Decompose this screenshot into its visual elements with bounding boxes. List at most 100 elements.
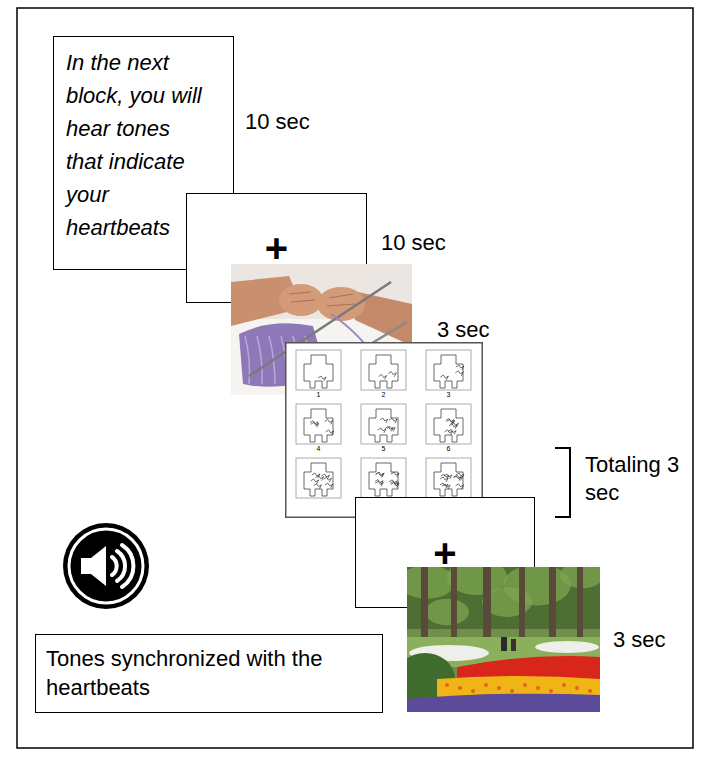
scribble — [446, 419, 454, 424]
robot-outline — [434, 355, 463, 388]
scribble — [388, 372, 396, 377]
scribble — [311, 479, 319, 484]
scribble — [456, 473, 464, 478]
scribble — [314, 484, 322, 489]
scribble — [389, 480, 397, 485]
garden-photo — [407, 567, 600, 712]
scribble — [310, 421, 318, 426]
fixation-cross: + — [265, 228, 288, 268]
matrix-border — [286, 343, 483, 518]
cell-frame — [296, 458, 341, 498]
scribble — [440, 375, 448, 380]
orange-dot — [471, 689, 475, 693]
slide-text: Tones synchronized with the heartbeats — [46, 645, 372, 702]
finger-line — [291, 300, 315, 302]
duration-label: 10 sec — [245, 108, 310, 136]
matrix-cell — [296, 404, 341, 444]
orange-dot — [562, 683, 566, 687]
scribble — [449, 424, 457, 429]
image-number: 4 — [309, 445, 329, 452]
scribble — [448, 430, 456, 435]
cell-frame — [426, 350, 471, 390]
matrix-cell — [296, 458, 341, 498]
orange-dot — [458, 686, 462, 690]
frame-border — [17, 8, 693, 748]
matrix-cell — [426, 404, 471, 444]
sound-wave — [117, 551, 125, 581]
scribble — [445, 430, 453, 435]
cell-frame — [361, 458, 406, 498]
icon-disc — [63, 523, 149, 609]
speaker-body — [81, 558, 91, 574]
image-number: 6 — [439, 445, 459, 452]
orange-dot — [588, 689, 592, 693]
robot-outline — [434, 409, 463, 442]
scribble — [325, 419, 333, 424]
orange-dot — [575, 686, 579, 690]
scribble — [380, 418, 388, 423]
scribble — [375, 473, 383, 478]
white-flowers — [535, 641, 599, 653]
scribble — [456, 484, 464, 489]
duration-label: 3 sec — [613, 626, 666, 654]
scribble — [316, 476, 324, 481]
robot-outline — [369, 409, 398, 442]
scribble — [376, 472, 384, 477]
orange-dot — [510, 689, 514, 693]
matrix-cell — [296, 350, 341, 390]
scribble — [375, 481, 383, 486]
cell-frame — [296, 350, 341, 390]
foliage — [425, 599, 469, 625]
robot-outline — [304, 355, 333, 388]
robot-outline — [304, 409, 333, 442]
cell-frame — [361, 404, 406, 444]
scribble — [323, 477, 331, 482]
matrix-cell — [361, 458, 406, 498]
finger-line — [289, 292, 311, 294]
cell-frame — [361, 350, 406, 390]
cell-frame — [426, 404, 471, 444]
purple-flowers — [407, 694, 600, 712]
matrix-cell — [361, 404, 406, 444]
scribble — [390, 481, 398, 486]
scribble — [379, 375, 387, 380]
scribble — [456, 365, 464, 370]
matrix-cell — [426, 350, 471, 390]
scribble — [440, 483, 448, 488]
foliage — [407, 567, 455, 599]
robot-outline — [304, 463, 333, 496]
orange-dot — [484, 683, 488, 687]
finger-line — [327, 304, 355, 306]
bracket-line — [555, 448, 570, 517]
finger-line — [329, 294, 353, 298]
scribble — [378, 428, 386, 433]
duration-label: 10 sec — [381, 229, 446, 257]
sound-wave — [122, 545, 133, 587]
orange-dot — [523, 683, 527, 687]
drawing-matrix — [285, 342, 483, 518]
speaker-icon — [62, 522, 150, 610]
sound-wave — [112, 557, 117, 575]
person — [511, 639, 516, 651]
scribble — [318, 376, 326, 381]
image-number: 2 — [374, 391, 394, 398]
cell-frame — [426, 458, 471, 498]
scribble — [387, 427, 395, 432]
orange-dot — [549, 689, 553, 693]
orange-dot — [445, 683, 449, 687]
scribble — [455, 371, 463, 376]
matrix-cell — [426, 458, 471, 498]
duration-label: Totaling 3 sec — [585, 451, 685, 506]
caption-box: Tones synchronized with the heartbeats — [35, 634, 383, 713]
icon-ring — [69, 529, 143, 603]
fabric-texture — [245, 336, 250, 384]
scribble — [389, 418, 397, 423]
scribble — [442, 484, 450, 489]
scribble — [447, 420, 455, 425]
speaker-cone — [91, 546, 106, 586]
fabric-texture — [257, 336, 262, 384]
image-number: 1 — [309, 391, 329, 398]
orange-dot — [536, 686, 540, 690]
robot-outline — [434, 463, 463, 496]
